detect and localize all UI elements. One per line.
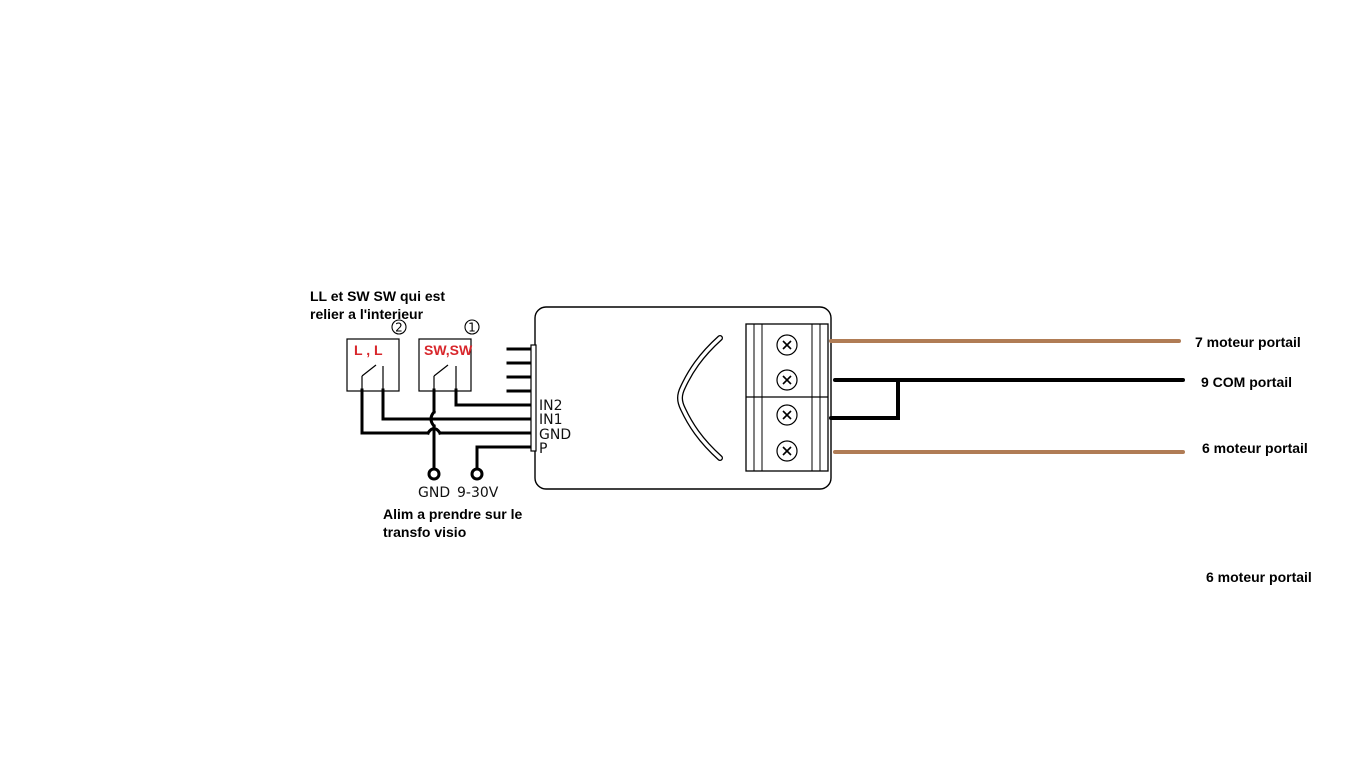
pin-label-gnd: GND: [539, 427, 571, 443]
switch-left-number: 2: [395, 321, 403, 335]
pin-label-in1: IN1: [539, 412, 563, 428]
output-label-2: 9 COM portail: [1201, 374, 1292, 390]
relay-module: [530, 306, 832, 490]
note-top-line1: LL et SW SW qui est: [310, 288, 445, 304]
note-top-line2: relier a l'interieur: [310, 306, 424, 322]
output-wires: [829, 339, 1185, 454]
note-bottom-line2: transfo visio: [383, 524, 466, 540]
switch-left: L , L 2: [346, 319, 407, 392]
power-terminals: [427, 467, 484, 481]
output-label-1: 7 moteur portail: [1195, 334, 1301, 350]
pin-label-in2: IN2: [539, 398, 563, 414]
power-gnd-label: GND: [418, 485, 450, 501]
output-label-3: 6 moteur portail: [1202, 440, 1308, 456]
switch-right-number: 1: [468, 321, 476, 335]
power-voltage-label: 9-30V: [457, 485, 499, 501]
note-bottom-line1: Alim a prendre sur le: [383, 506, 522, 522]
pin-label-p: P: [539, 441, 547, 457]
switch-right-label: SW,SW: [424, 342, 473, 358]
output-label-4: 6 moteur portail: [1206, 569, 1312, 585]
signal-wires: [360, 347, 534, 472]
switch-right: SW,SW 1: [418, 319, 480, 392]
switch-left-label: L , L: [354, 342, 383, 358]
